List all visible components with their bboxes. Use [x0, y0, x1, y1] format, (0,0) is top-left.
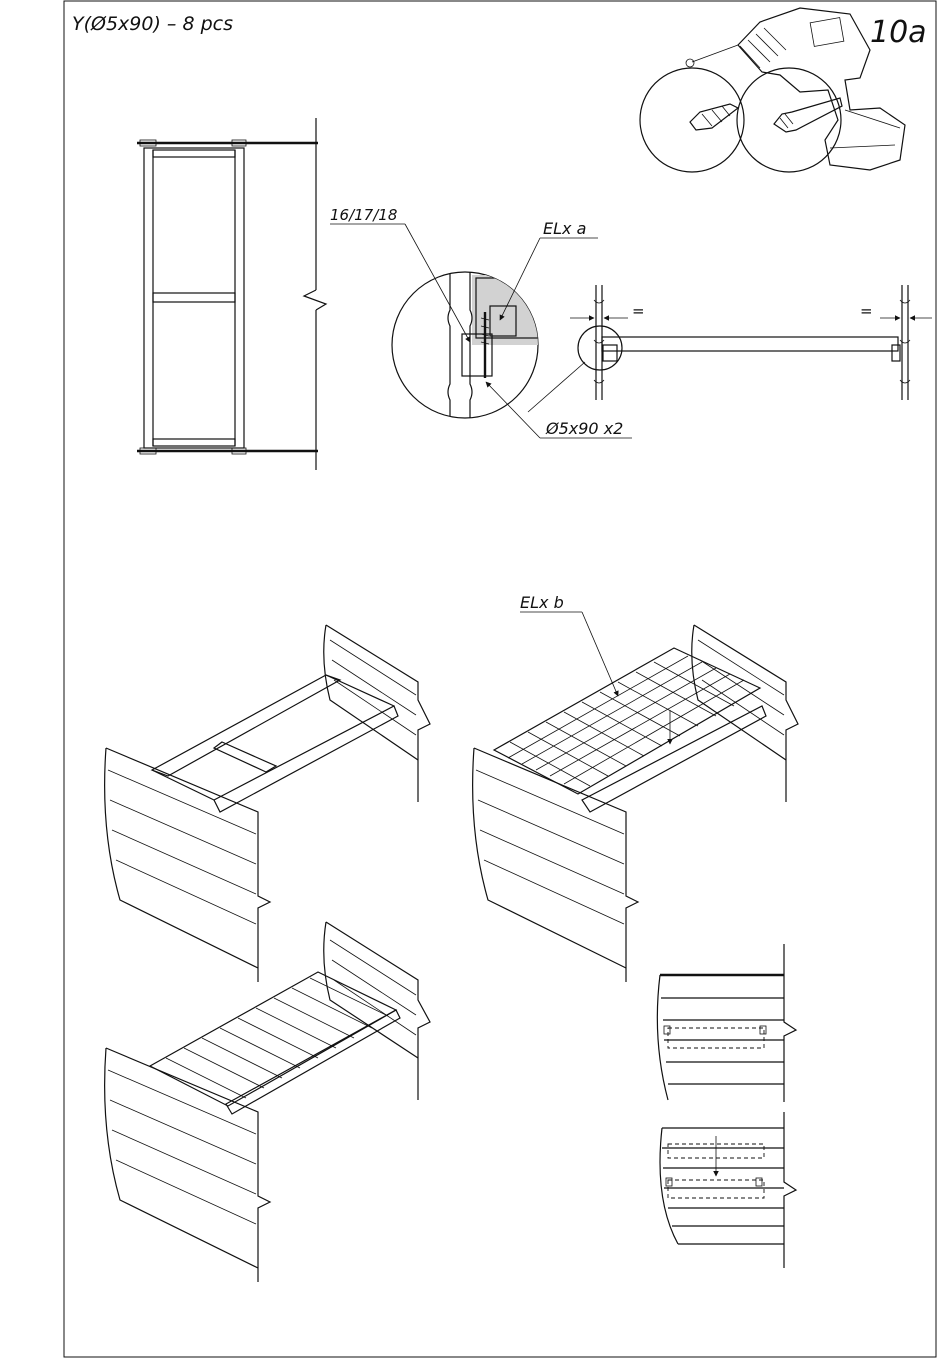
iso-deck-laying-view [473, 625, 798, 982]
frame-elevation [137, 118, 326, 470]
joint-detail [392, 270, 556, 430]
iso-frame-view [105, 625, 430, 982]
element-b-label: ELx b [520, 593, 564, 612]
wall-thickness-label: 16/17/18 [330, 206, 397, 224]
board-detail-top [657, 944, 796, 1102]
board-detail-bottom [660, 1112, 796, 1268]
page-frame [64, 1, 936, 1357]
equal-left-label: = [632, 302, 645, 320]
step-number: 10a [870, 15, 927, 50]
iso-deck-finished-view [105, 922, 430, 1282]
element-a-label: ELx a [543, 219, 586, 238]
equal-right-label: = [860, 302, 873, 320]
drill-bit-icon [640, 68, 744, 172]
parts-label: Y(Ø5x90) – 8 pcs [72, 13, 233, 35]
screws-label: Ø5x90 x2 [545, 419, 623, 438]
